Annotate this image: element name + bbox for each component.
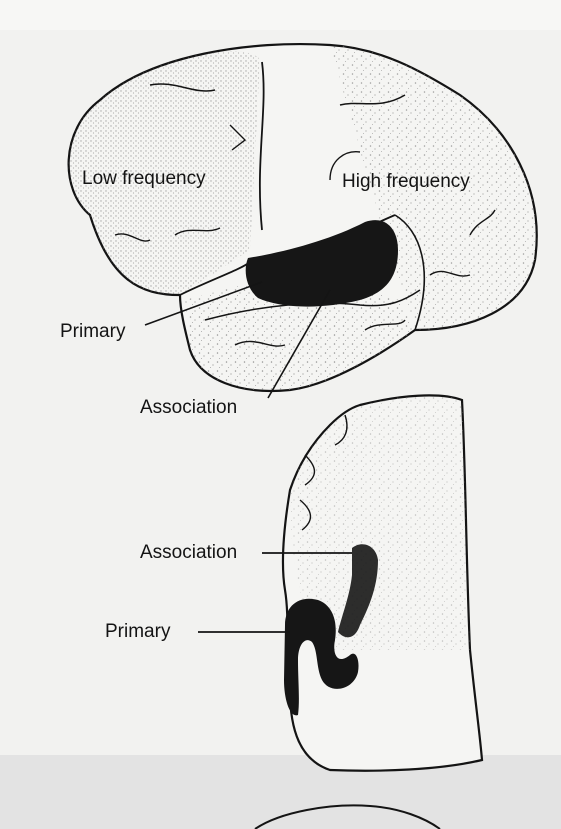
association-label-section: Association xyxy=(140,542,237,564)
primary-label-lateral: Primary xyxy=(60,321,125,343)
lateral-brain-view xyxy=(69,44,537,398)
primary-label-section: Primary xyxy=(105,621,170,643)
low-frequency-label: Low frequency xyxy=(82,168,206,190)
page-bottom-margin xyxy=(0,755,561,829)
page-top-margin xyxy=(0,0,561,30)
association-label-lateral: Association xyxy=(140,397,237,419)
coronal-section-view xyxy=(198,395,482,770)
high-frequency-label: High frequency xyxy=(342,171,470,193)
